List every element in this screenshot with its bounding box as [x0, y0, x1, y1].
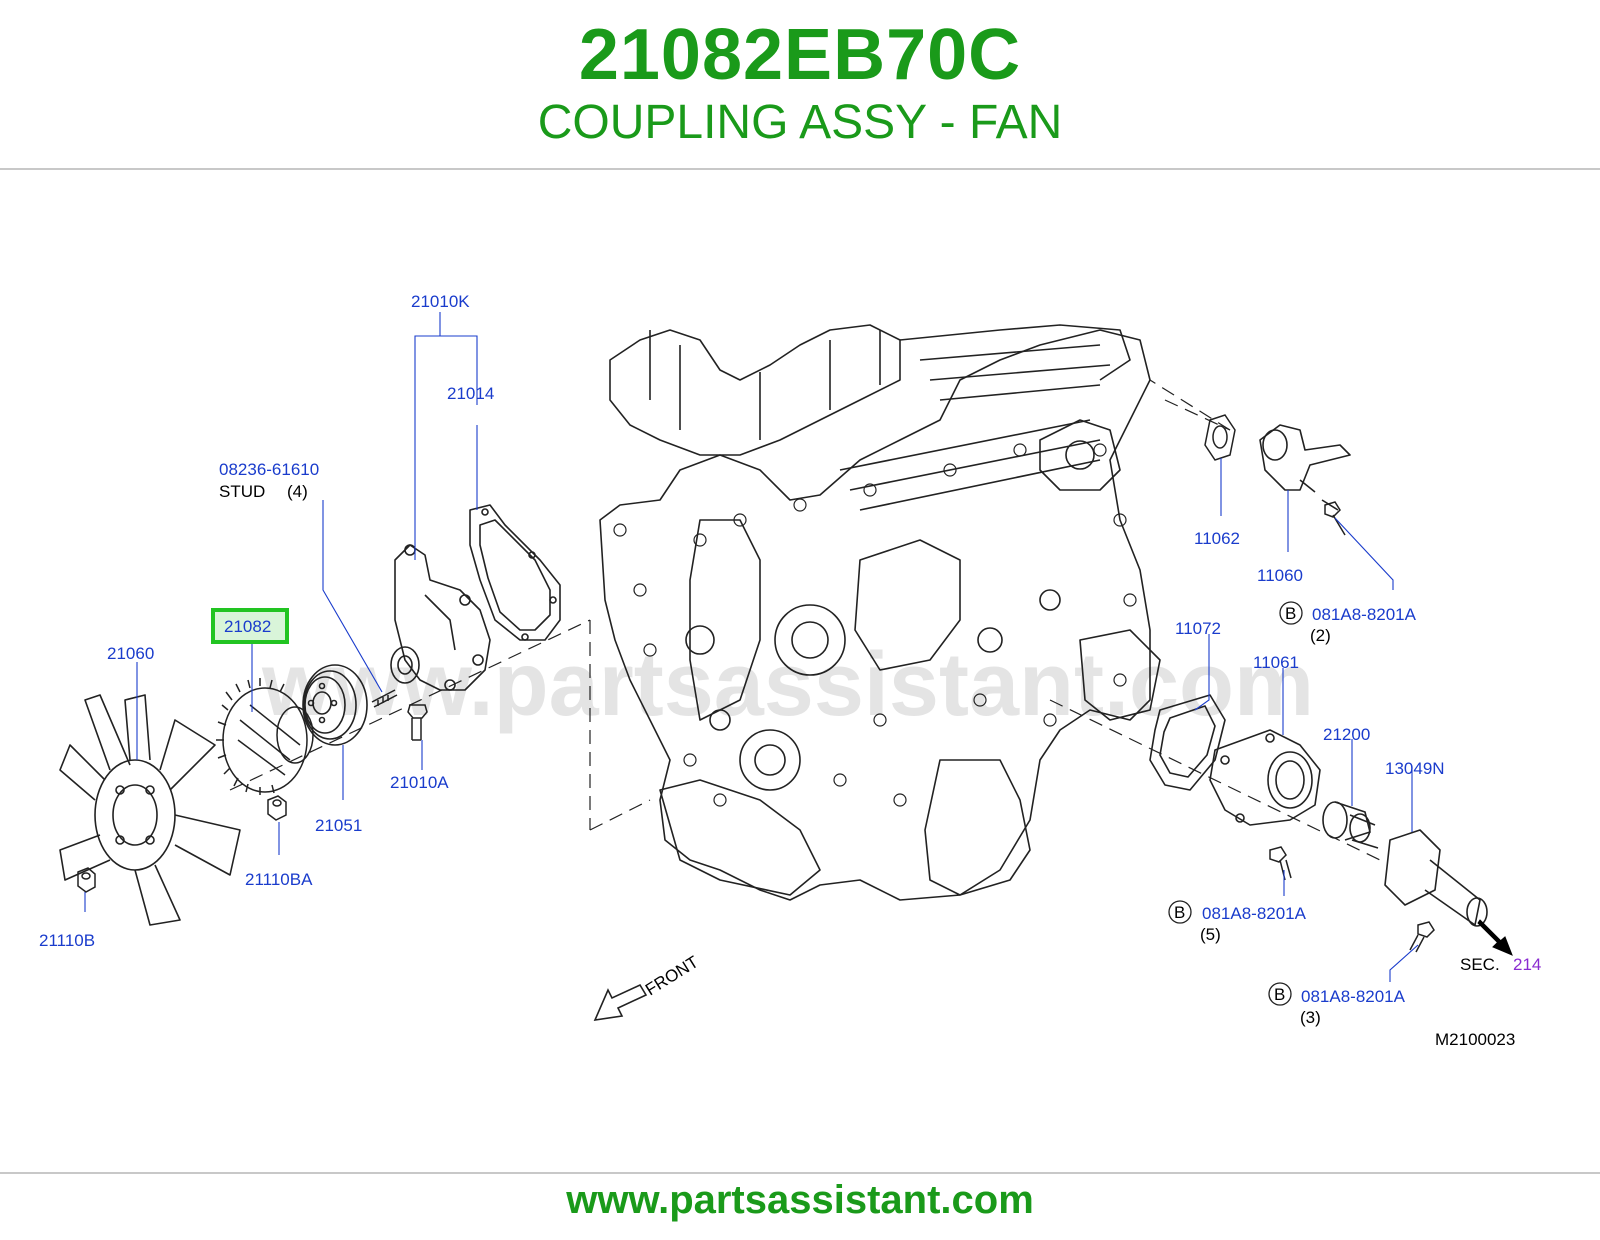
label-sec-214[interactable]: 214	[1513, 955, 1541, 974]
label-21010K[interactable]: 21010K	[411, 292, 470, 311]
header-divider	[0, 168, 1600, 170]
gasket-11072	[1149, 694, 1226, 791]
label-bolt-b2[interactable]: 081A8-8201A	[1202, 904, 1307, 923]
label-stud: STUD	[219, 482, 265, 501]
label-bolt-b1[interactable]: 081A8-8201A	[1312, 605, 1417, 624]
bolt-b2-mark: B	[1174, 903, 1185, 922]
water-pump-21010K	[390, 544, 491, 691]
footer-website[interactable]: www.partsassistant.com	[566, 1178, 1034, 1222]
label-08236-61610[interactable]: 08236-61610	[219, 460, 319, 479]
water-outlet-11060	[1259, 424, 1351, 511]
fan-blade-21060	[59, 694, 241, 926]
label-21200[interactable]: 21200	[1323, 725, 1370, 744]
bolt-081A8-8201A-lower	[1409, 921, 1435, 953]
label-11061[interactable]: 11061	[1253, 653, 1299, 672]
label-bolt-b2-qty: (5)	[1200, 925, 1221, 944]
label-21010A[interactable]: 21010A	[390, 773, 449, 792]
nut-21110B	[77, 867, 96, 893]
bolt-b2-circle	[1168, 900, 1192, 924]
engine-block-illustration	[599, 324, 1161, 901]
label-front: FRONT	[642, 952, 702, 999]
label-21014[interactable]: 21014	[447, 384, 494, 403]
watermark-text: www.partsassistant.com	[261, 635, 1314, 735]
leader-lines	[84, 312, 1419, 982]
label-ref-code: M2100023	[1435, 1030, 1515, 1049]
parts-diagram: www.partsassistant.com	[39, 292, 1541, 1049]
thermostat-housing-11061	[1209, 729, 1321, 826]
bolt-b1-mark: B	[1285, 604, 1296, 623]
bolt-b3-circle	[1268, 982, 1292, 1006]
label-21082[interactable]: 21082	[224, 617, 271, 636]
bolt-b1-circle	[1279, 601, 1303, 625]
label-21060[interactable]: 21060	[107, 644, 154, 663]
label-21110B[interactable]: 21110B	[39, 931, 95, 950]
label-13049N[interactable]: 13049N	[1385, 759, 1445, 778]
label-bolt-b3-qty: (3)	[1300, 1008, 1321, 1027]
bolt-21010A	[407, 704, 428, 741]
gasket-21014	[469, 504, 561, 641]
gasket-11062	[1204, 414, 1236, 461]
label-11072[interactable]: 11072	[1175, 619, 1221, 638]
bolt-081A8-8201A-middle	[1269, 846, 1292, 881]
sec-arrow	[1477, 919, 1513, 956]
footer-divider	[0, 1172, 1600, 1174]
label-bolt-b3[interactable]: 081A8-8201A	[1301, 987, 1406, 1006]
highlight-box-21082	[211, 608, 289, 644]
stud-08236-61610	[371, 689, 398, 708]
label-sec: SEC.	[1460, 955, 1500, 974]
front-arrow-icon	[593, 983, 648, 1022]
part-name-subtitle: COUPLING ASSY - FAN	[537, 96, 1063, 149]
label-21110BA[interactable]: 21110BA	[245, 870, 313, 889]
label-stud-qty: (4)	[287, 482, 308, 501]
pulley-21051	[302, 664, 368, 746]
label-11060[interactable]: 11060	[1257, 566, 1303, 585]
label-bolt-b1-qty: (2)	[1310, 626, 1331, 645]
label-11062[interactable]: 11062	[1194, 529, 1240, 548]
nut-21110BA	[267, 795, 287, 821]
thermostat-21200	[1322, 801, 1379, 849]
label-21051[interactable]: 21051	[315, 816, 362, 835]
part-number-title: 21082EB70C	[578, 15, 1022, 95]
water-inlet-13049N	[1384, 829, 1488, 927]
bolt-b3-mark: B	[1274, 985, 1285, 1004]
